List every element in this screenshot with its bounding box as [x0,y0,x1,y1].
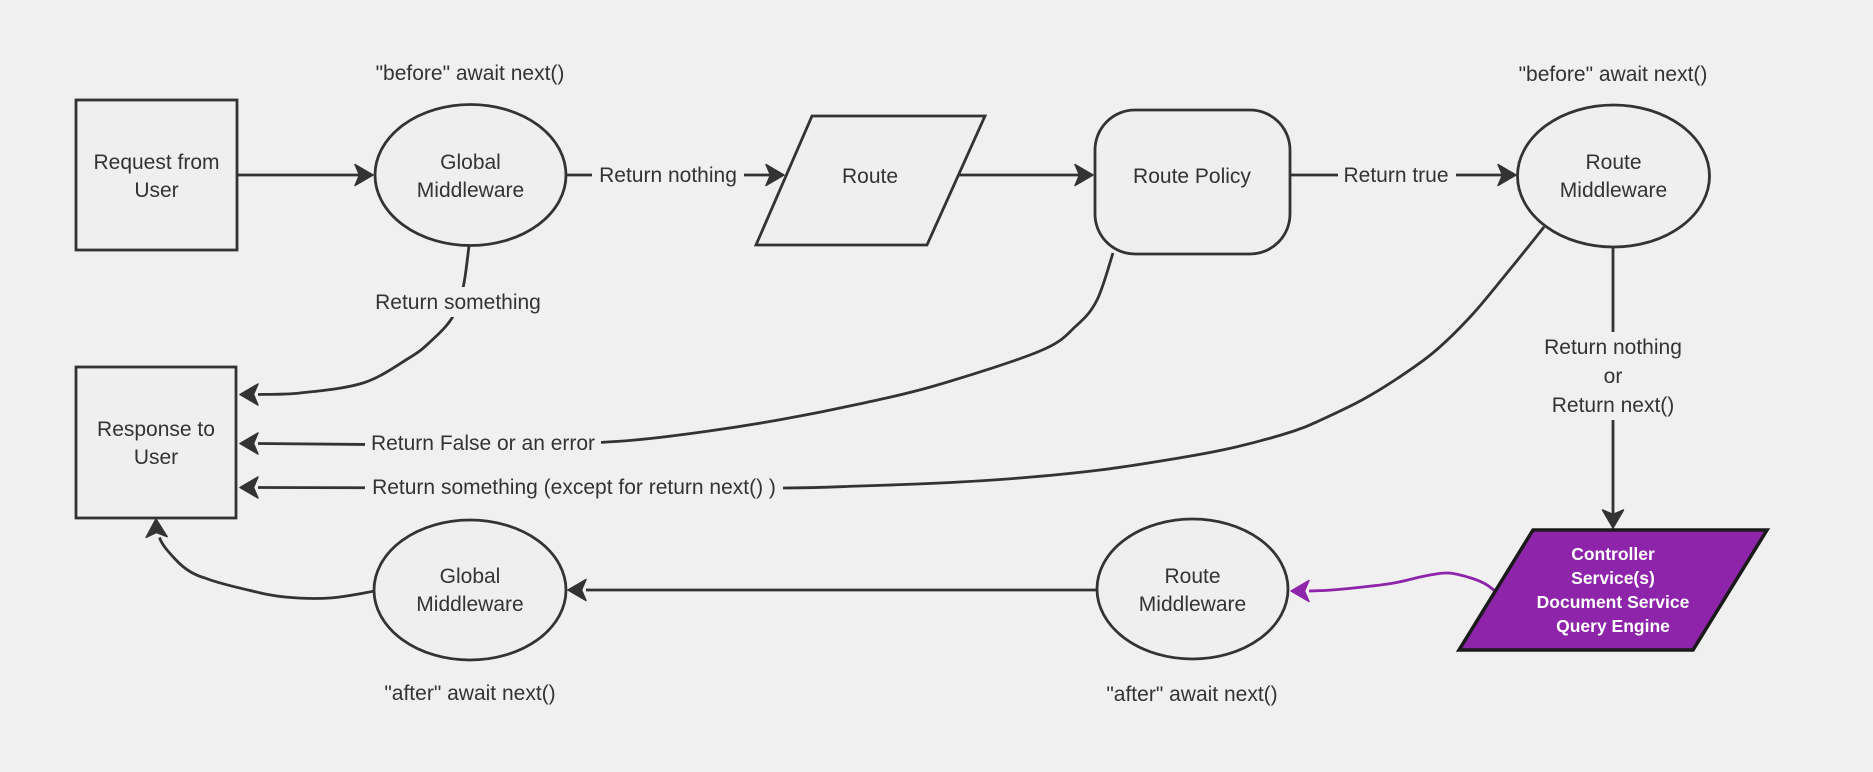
svg-text:"before" await next(): "before" await next() [1519,63,1708,86]
svg-text:Route Policy: Route Policy [1133,165,1251,188]
svg-text:"after" await next(): "after" await next() [1106,683,1277,706]
svg-text:Return true: Return true [1343,164,1448,187]
svg-text:"after" await next(): "after" await next() [384,682,555,705]
svg-text:Document Service: Document Service [1537,592,1690,612]
svg-text:Route: Route [842,165,898,188]
svg-text:Return False or an error: Return False or an error [371,432,595,455]
svg-text:or: or [1604,365,1623,388]
svg-text:Query Engine: Query Engine [1556,616,1670,636]
svg-text:Response to: Response to [97,418,215,441]
svg-text:Middleware: Middleware [1560,179,1667,202]
svg-text:Return something (except for r: Return something (except for return next… [372,476,776,499]
svg-text:Middleware: Middleware [1139,593,1246,616]
svg-text:Return next(): Return next() [1552,394,1675,417]
svg-text:Return nothing: Return nothing [1544,336,1682,359]
svg-text:User: User [134,446,178,469]
svg-text:Return nothing: Return nothing [599,164,737,187]
svg-text:Route: Route [1585,151,1641,174]
svg-text:Global: Global [440,565,501,588]
svg-text:Request from: Request from [93,151,219,174]
svg-text:"before" await next(): "before" await next() [376,62,565,85]
svg-text:Route: Route [1164,565,1220,588]
svg-text:User: User [134,179,178,202]
svg-text:Global: Global [440,151,501,174]
svg-text:Controller: Controller [1571,544,1655,564]
svg-text:Service(s): Service(s) [1571,568,1655,588]
svg-text:Return something: Return something [375,291,541,314]
svg-text:Middleware: Middleware [417,179,524,202]
svg-text:Middleware: Middleware [416,593,523,616]
